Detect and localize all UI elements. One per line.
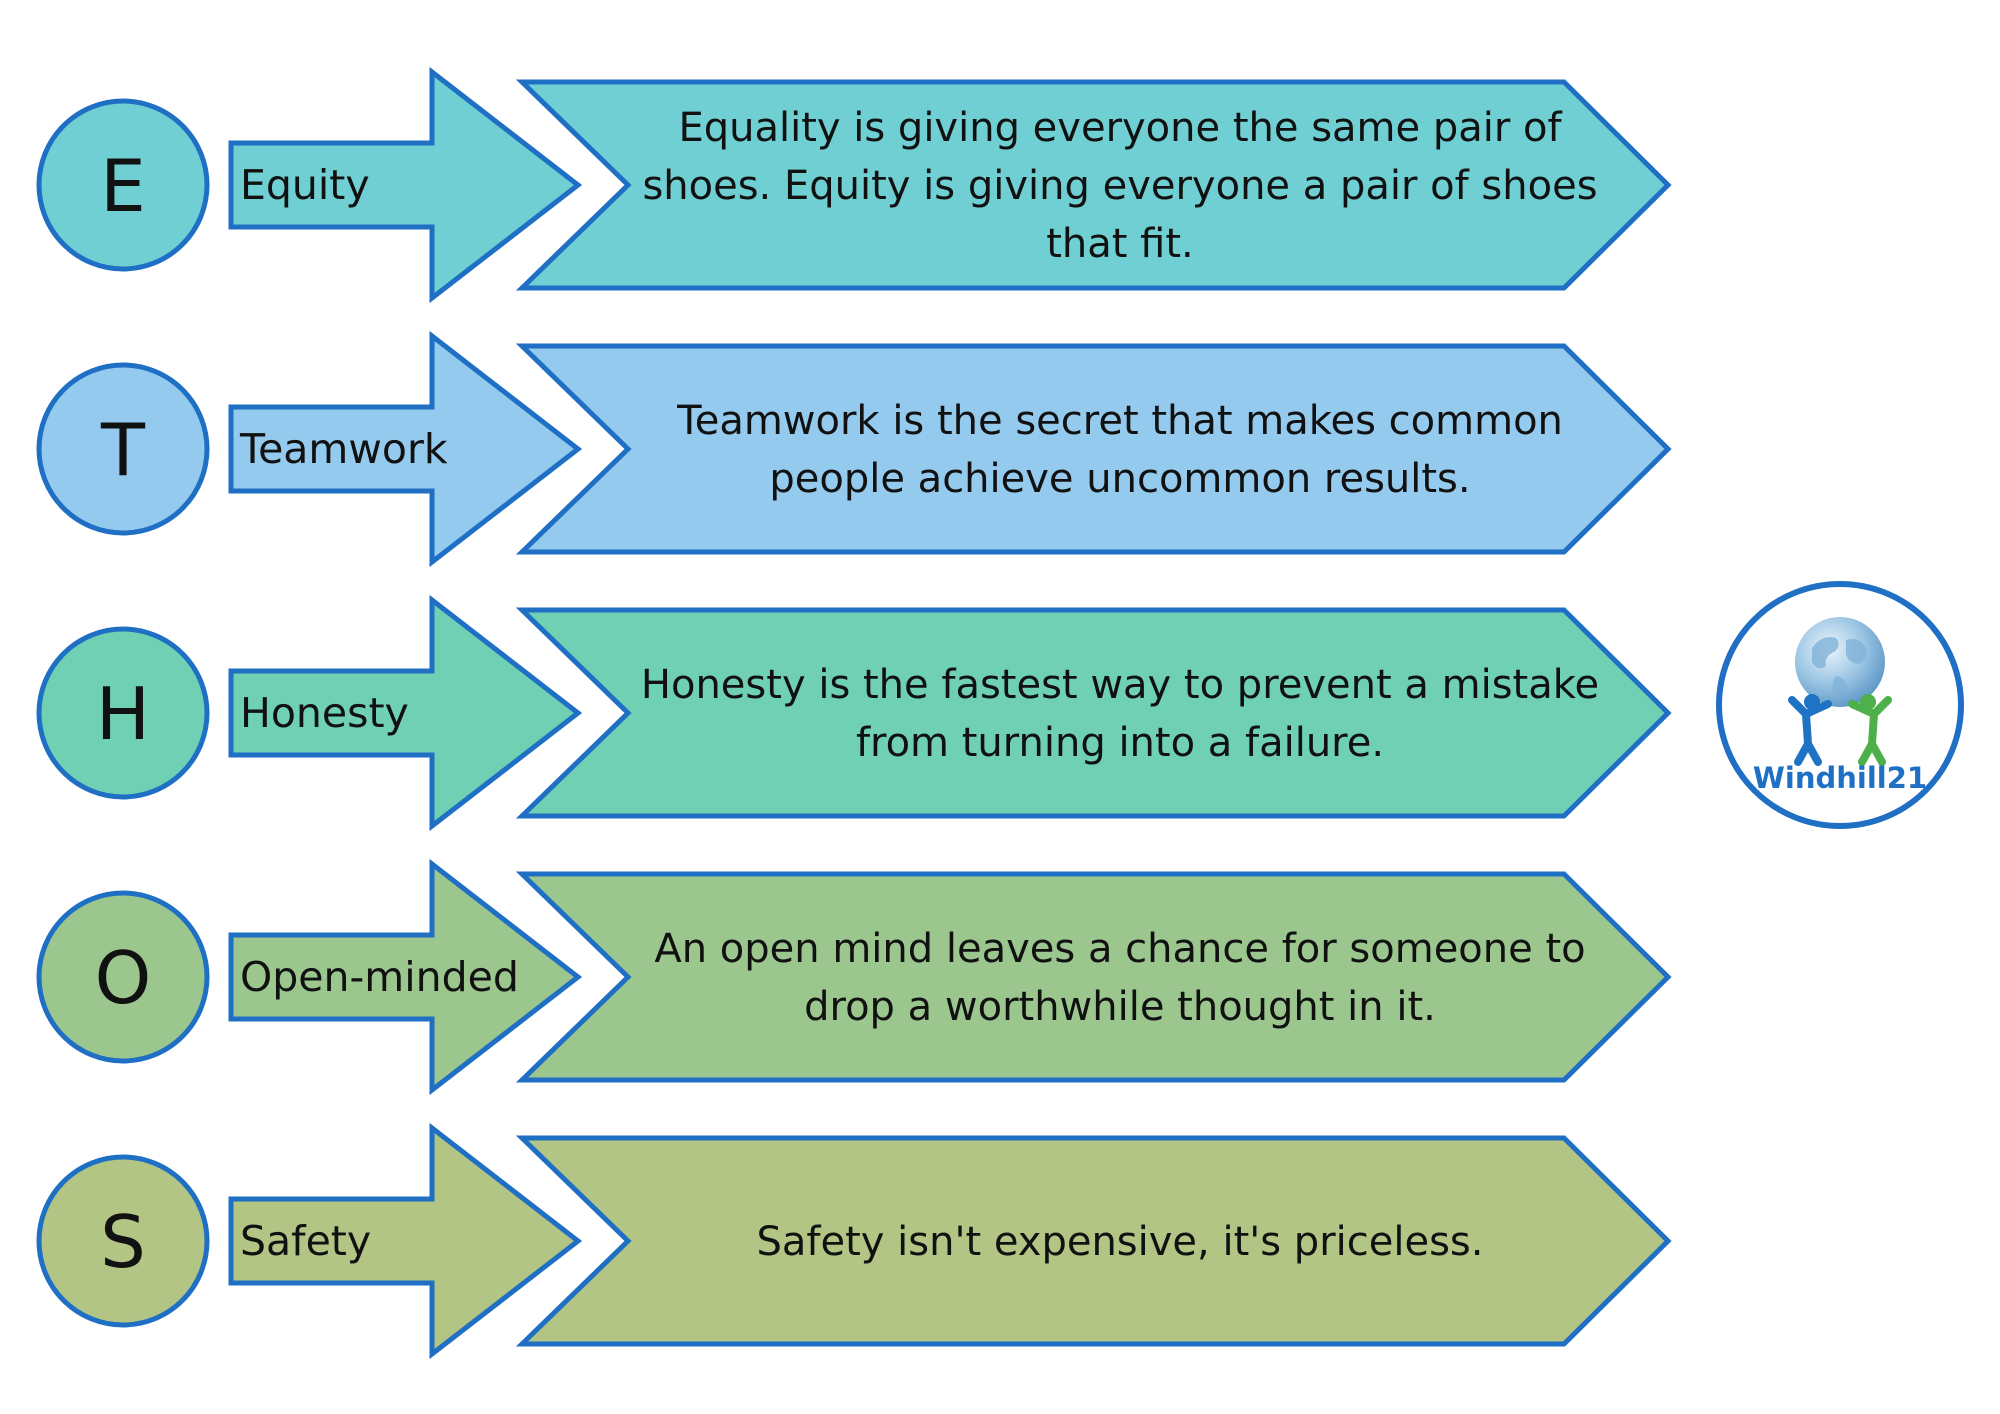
ethos-row: H Honesty Honesty is the fastest way to pr… xyxy=(36,594,1672,832)
quote-line: Honesty is the fastest way to prevent a … xyxy=(641,662,1599,708)
value-arrow xyxy=(228,1122,583,1360)
value-arrow xyxy=(228,858,583,1096)
letter-text: E xyxy=(100,144,146,228)
ethos-row: T Teamwork Teamwork is the secret that mak… xyxy=(36,330,1672,568)
quote-chevron xyxy=(515,1135,1672,1347)
letter-circle xyxy=(36,1154,210,1328)
letter-circle xyxy=(36,626,210,800)
quote-line: Equality is giving everyone the same pai… xyxy=(678,105,1562,151)
globe-with-people-icon xyxy=(1788,617,1892,766)
rows-layer: E Equity Equality is giving everyone the s… xyxy=(36,66,1672,1360)
value-label: Equity xyxy=(240,161,370,209)
letter-circle xyxy=(36,98,210,272)
quote-line: Safety isn't expensive, it's priceless. xyxy=(757,1219,1484,1265)
quote-chevron xyxy=(515,871,1672,1083)
letter-circle xyxy=(36,362,210,536)
quote-line: from turning into a failure. xyxy=(856,720,1384,766)
value-label: Open-minded xyxy=(240,953,519,1001)
value-label: Honesty xyxy=(240,689,409,737)
value-arrow xyxy=(228,594,583,832)
letter-text: T xyxy=(100,408,146,492)
letter-text: S xyxy=(100,1200,146,1284)
value-arrow xyxy=(228,330,583,568)
quote-line: An open mind leaves a chance for someone… xyxy=(654,926,1585,972)
ethos-row: O Open-minded An open mind leaves a chance… xyxy=(36,858,1672,1096)
quote-line: that fit. xyxy=(1046,221,1194,267)
quote-line: people achieve uncommon results. xyxy=(769,456,1470,502)
value-label: Teamwork xyxy=(239,425,448,473)
letter-text: H xyxy=(96,672,150,756)
letter-circle xyxy=(36,890,210,1064)
letter-text: O xyxy=(95,936,152,1020)
quote-chevron xyxy=(515,607,1672,819)
value-label: Safety xyxy=(240,1217,371,1265)
quote-line: shoes. Equity is giving everyone a pair … xyxy=(642,163,1597,209)
quote-line: drop a worthwhile thought in it. xyxy=(804,984,1436,1030)
windhill21-logo: Windhill21 xyxy=(1716,581,1964,829)
quote-chevron xyxy=(515,343,1672,555)
value-arrow xyxy=(228,66,583,304)
logo-text: Windhill21 xyxy=(1753,761,1927,795)
ethos-row: E Equity Equality is giving everyone the s… xyxy=(36,66,1672,304)
quote-line: Teamwork is the secret that makes common xyxy=(676,398,1563,444)
ethos-row: S Safety Safety isn't expensive, it's pric… xyxy=(36,1122,1672,1360)
quote-chevron xyxy=(515,79,1672,291)
